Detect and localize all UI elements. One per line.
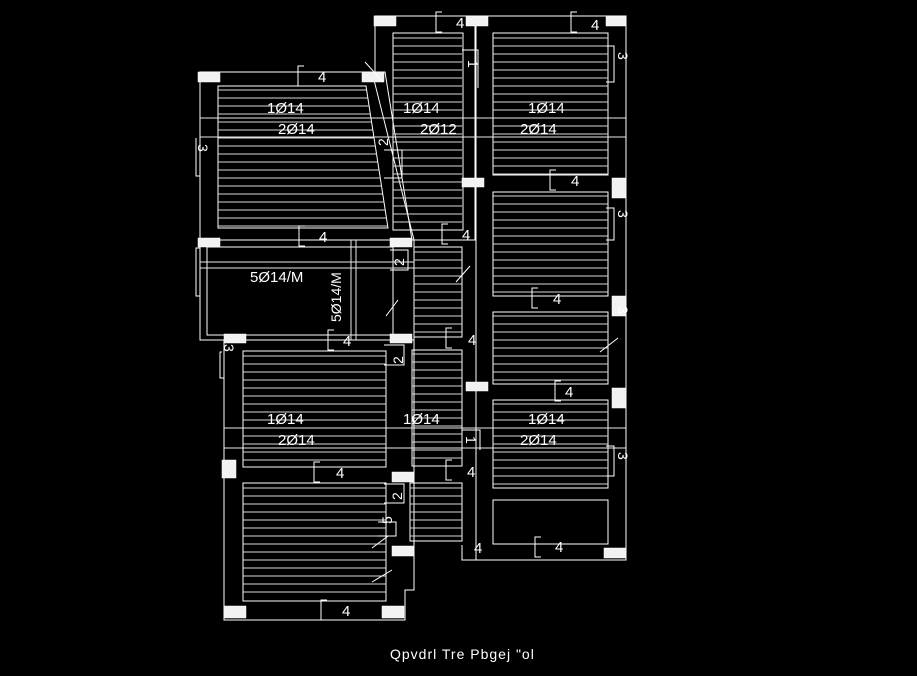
section-mark: 2 (390, 356, 406, 364)
label-top-right-top-bars: 2Ø14 (520, 121, 557, 138)
section-mark: 3 (615, 306, 631, 314)
section-mark: 4 (456, 15, 464, 32)
label-top-mid-top-bars: 2Ø12 (420, 121, 457, 138)
label-bot-right-bottom-bars: 1Ø14 (528, 411, 565, 428)
section-mark: 4 (571, 173, 579, 190)
section-mark: 4 (319, 229, 327, 246)
section-mark: 1 (463, 436, 479, 444)
section-mark: 1 (465, 60, 481, 68)
section-mark: 3 (615, 52, 631, 60)
section-mark: 4 (565, 384, 573, 401)
label-mid-band: 5Ø14/M (250, 269, 303, 286)
section-numbers: 4 4 4 4 4 4 4 4 4 4 4 4 4 4 4 3 3 3 3 3 … (195, 15, 631, 620)
label-top-mid-bottom-bars: 1Ø14 (403, 100, 440, 117)
label-bot-right-top-bars: 2Ø14 (520, 432, 557, 449)
slab-hatching (218, 37, 608, 593)
section-mark: 4 (318, 69, 326, 86)
section-mark: 4 (467, 464, 475, 481)
section-mark: 4 (591, 17, 599, 34)
section-mark: 2 (391, 258, 407, 266)
slab-labels: 1Ø14 2Ø14 1Ø14 2Ø12 1Ø14 2Ø14 5Ø14/M 5Ø1… (250, 100, 565, 449)
section-mark: 2 (375, 138, 391, 146)
section-mark: 4 (343, 333, 351, 350)
section-mark: 4 (553, 291, 561, 308)
section-brackets (195, 11, 619, 621)
label-top-left-bottom-bars: 1Ø14 (267, 100, 304, 117)
section-mark: 3 (221, 344, 237, 352)
section-mark: 4 (462, 227, 470, 244)
drawing-caption: Qpvdrl Tre Pbgej "ol (390, 646, 535, 662)
rebar-lines (200, 117, 626, 449)
section-mark: 5 (379, 516, 395, 524)
label-bot-mid-bottom-bars: 1Ø14 (403, 411, 440, 428)
section-mark: 4 (342, 603, 350, 620)
label-bot-left-bottom-bars: 1Ø14 (267, 411, 304, 428)
section-mark: 2 (389, 492, 405, 500)
section-mark: 3 (615, 210, 631, 218)
label-top-right-bottom-bars: 1Ø14 (528, 100, 565, 117)
label-top-left-top-bars: 2Ø14 (278, 121, 315, 138)
label-mid-band-vertical: 5Ø14/M (328, 272, 344, 322)
label-bot-left-top-bars: 2Ø14 (278, 432, 315, 449)
section-mark: 4 (555, 539, 563, 556)
section-mark: 4 (336, 465, 344, 482)
section-mark: 3 (615, 452, 631, 460)
section-mark: 3 (195, 144, 211, 152)
section-mark: 4 (468, 332, 476, 349)
structural-columns (197, 15, 627, 619)
section-mark: 4 (474, 540, 482, 557)
slab-outlines (199, 15, 627, 621)
